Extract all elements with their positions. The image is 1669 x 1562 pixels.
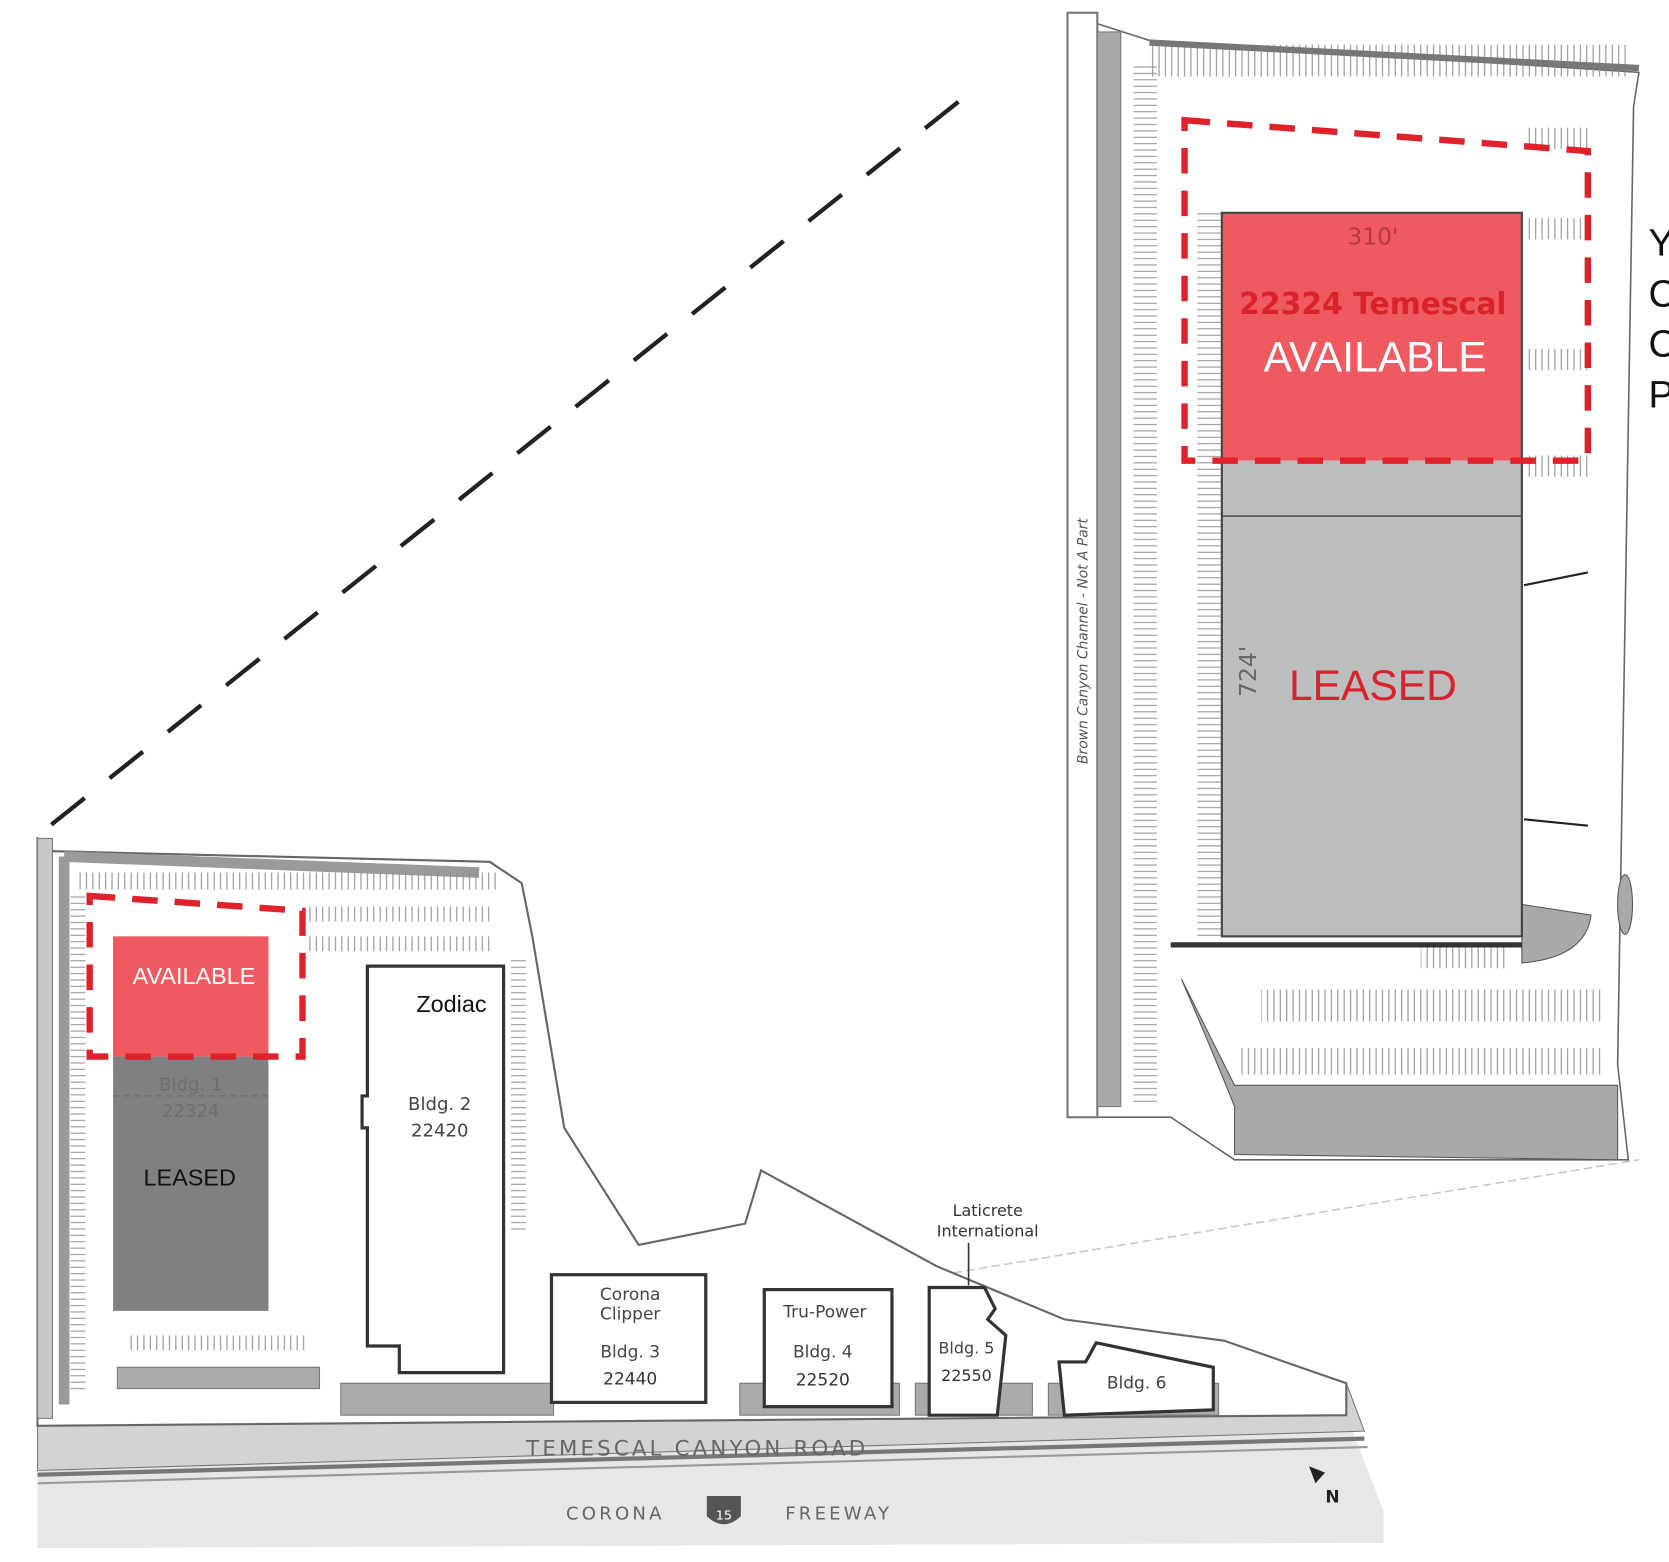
- svg-text:15: 15: [716, 1508, 732, 1523]
- freeway-label-left: CORONA: [566, 1503, 665, 1524]
- inset-length-dimension: 724': [1234, 646, 1262, 697]
- inset-width-dimension: 310': [1347, 223, 1398, 251]
- road-label: TEMESCAL CANYON ROAD: [525, 1437, 868, 1462]
- bldg1-leased-label: LEASED: [144, 1164, 236, 1190]
- bldg1-available-outline: [86, 892, 306, 1060]
- inset-available-label: AVAILABLE: [1263, 333, 1486, 381]
- bldg6-name: Bldg. 6: [1107, 1374, 1167, 1394]
- bldg2-tenant: Zodiac: [416, 991, 487, 1017]
- bldg1-available-area[interactable]: [113, 936, 269, 1057]
- bldg4-number: 22520: [796, 1370, 850, 1390]
- side-text-line: Y: [1648, 221, 1669, 264]
- interstate-15-shield-icon: 15: [706, 1496, 741, 1525]
- inset-available-area[interactable]: [1221, 212, 1522, 461]
- inset-address: 22324 Temescal: [1239, 287, 1506, 322]
- side-text-truncated: Y C C P: [1648, 221, 1669, 416]
- side-text-line: C: [1648, 272, 1669, 315]
- bldg5-tenant: Laticrete: [953, 1201, 1023, 1220]
- site-plan: AVAILABLE Bldg. 1 22324 LEASED Zodiac Bl…: [36, 836, 1384, 1549]
- bldg2[interactable]: [360, 964, 506, 1375]
- bldg5[interactable]: [927, 1285, 1008, 1417]
- zoom-connector-line: [50, 91, 970, 827]
- bldg5-name: Bldg. 5: [938, 1338, 994, 1357]
- bldg3-tenant: Corona: [600, 1285, 661, 1305]
- channel-label: Brown Canyon Channel - Not A Part: [1076, 518, 1092, 764]
- bldg3[interactable]: [549, 1273, 708, 1404]
- freeway-label-right: FREEWAY: [785, 1503, 892, 1524]
- inset-leased-label: LEASED: [1289, 662, 1457, 710]
- inset-leased-area[interactable]: [1221, 460, 1522, 937]
- bldg3-number: 22440: [603, 1369, 657, 1389]
- bldg3-name: Bldg. 3: [600, 1343, 660, 1363]
- bldg4[interactable]: [762, 1288, 894, 1409]
- north-arrow-icon: N: [1309, 1466, 1340, 1507]
- bldg5-number: 22550: [941, 1366, 992, 1385]
- bldg2-number: 22420: [411, 1120, 469, 1141]
- svg-text:N: N: [1325, 1487, 1339, 1507]
- bldg4-name: Bldg. 4: [793, 1343, 853, 1363]
- bldg3-tenant-line2: Clipper: [600, 1304, 660, 1324]
- inset-available-outline: [1181, 116, 1592, 464]
- bldg1-available-label: AVAILABLE: [133, 963, 256, 989]
- bldg4-tenant: Tru-Power: [782, 1302, 866, 1322]
- side-text-line: C: [1648, 322, 1669, 365]
- bldg1-leased-area[interactable]: [113, 1056, 269, 1311]
- building-inset: Brown Canyon Channel - Not A Part 310' 2…: [1066, 11, 1640, 1161]
- bldg5-tenant-line2: International: [937, 1221, 1039, 1240]
- side-text-line: P: [1648, 374, 1669, 417]
- bldg1-number: 22324: [162, 1101, 220, 1122]
- bldg2-name: Bldg. 2: [408, 1094, 471, 1115]
- site-boundary: [36, 836, 1348, 1427]
- bldg1-name: Bldg. 1: [159, 1075, 222, 1096]
- bldg6[interactable]: [1057, 1341, 1215, 1417]
